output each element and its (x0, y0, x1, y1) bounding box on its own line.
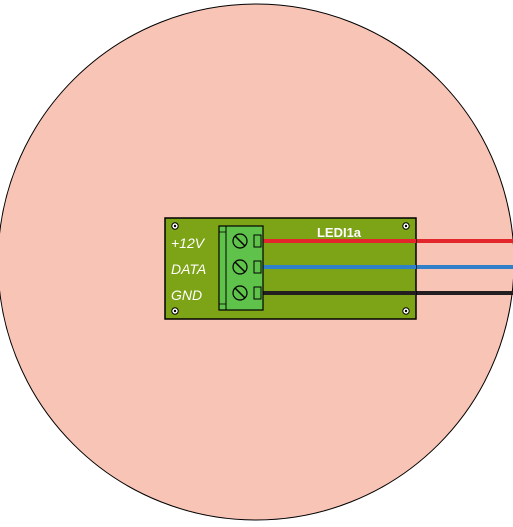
screw-icon (232, 285, 248, 301)
board-title: LEDI1a (317, 225, 362, 240)
led-board: LEDI1a +12V DATA GND (164, 217, 417, 320)
pin-label-data: DATA (171, 261, 206, 277)
wire-entry-slot (253, 260, 262, 274)
mounting-hole-icon (171, 307, 179, 315)
screw-icon (232, 233, 248, 249)
wire-entry-slot (253, 286, 262, 300)
mounting-hole-icon (402, 222, 410, 230)
mounting-hole-icon (402, 307, 410, 315)
mounting-hole-icon (171, 222, 179, 230)
screw-icon (232, 259, 248, 275)
terminal-block (218, 225, 264, 311)
wire-entry-slot (253, 234, 262, 248)
pin-label-power: +12V (171, 235, 206, 251)
pin-label-ground: GND (171, 287, 202, 303)
